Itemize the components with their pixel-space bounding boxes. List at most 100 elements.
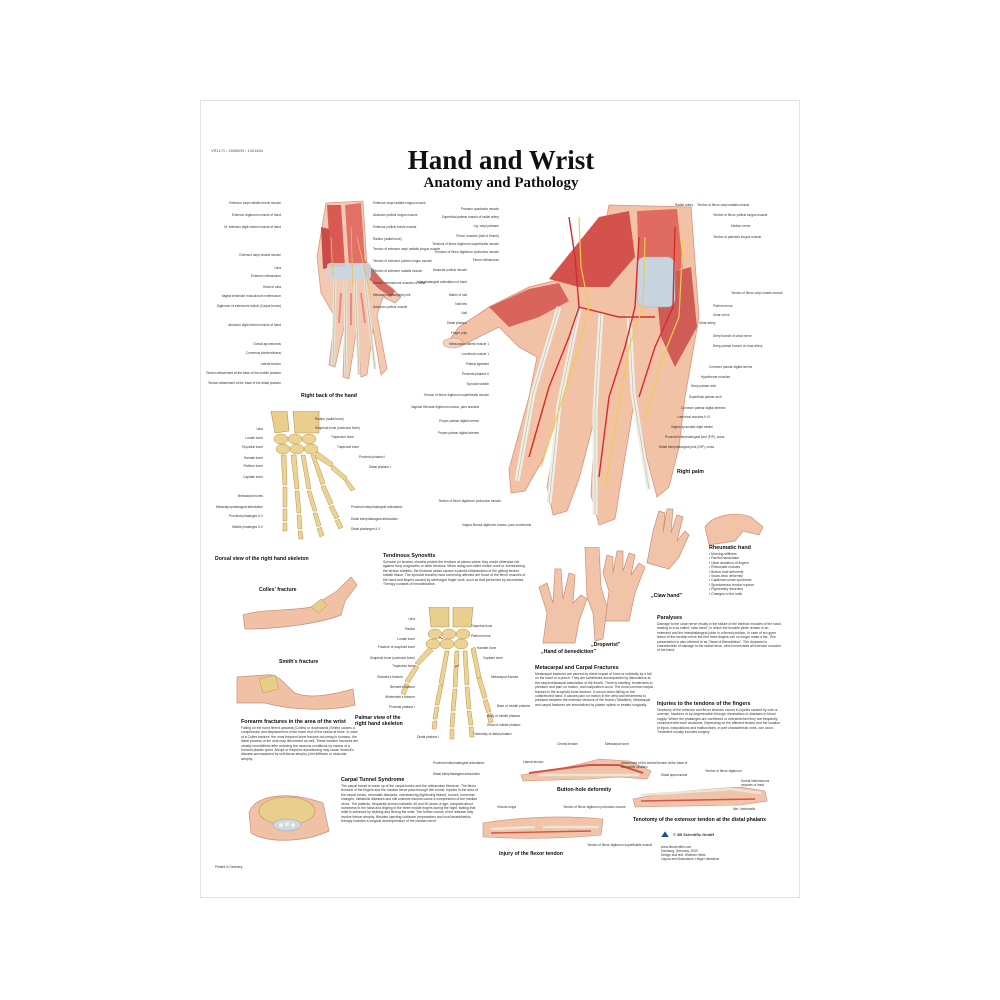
label: Metacarpophalangeal articulation [216,505,263,509]
label: Tendon of flexor digitorum superficialis… [587,843,653,847]
label: Proximal phalanx I [359,455,386,459]
claw-hand-illustration [602,550,646,622]
label: Fracture of scaphoid bone [377,645,415,649]
label: Ulnar artery [699,321,716,325]
list-item: Ulnar deviation of fingers [709,561,754,565]
publisher-logo-icon [661,831,669,838]
metacarpal-text: Metacarpal fractures are caused by direc… [535,672,653,707]
label: M. extensor digiti minimi muscle of hand [224,225,281,229]
label: Pronator quadratus muscle [460,207,499,211]
label: Capitate bone [483,656,503,660]
label: Palmar ligament [465,362,489,366]
label: Proximal phalanges II-V [229,514,263,518]
label: Radius (radial bone) [315,417,344,421]
label: Abductor pollicis muscle [432,268,467,272]
injuries-text: Tenotomy of the extensor and flexor tend… [657,708,781,735]
label: Trapezium bone [392,664,415,668]
forearm-text: Falling on the hand flexed upwards (Coll… [241,726,359,761]
caption-buttonhole: Button-hole deformity [557,787,612,793]
label: Vaginae fibrosae digitorum manus, pars a… [410,405,479,409]
label: Body of middle phalanx [487,714,521,718]
buttonhole-illustration [520,758,652,782]
label: Tendon of flexor digitorum superficialis… [423,393,489,397]
label: Metacarpophalangeal joint [373,293,411,297]
label: Extensor carpi ulnaris muscle [239,253,281,257]
caption-palm: Right palm [677,469,704,475]
tendinous-heading: Tendinous Synovitis [383,553,436,559]
label: Flexor retinaculum [472,258,499,262]
reference-code: VR1171 / 4006609 / 1001484 [211,148,263,153]
dorsal-skeleton-illustration [270,411,356,540]
label: Ulna [274,266,281,270]
label: Proximal interphalangeal articulation [433,761,485,765]
label: Vagina fibrosa digitorum manus, pars cru… [462,523,531,527]
list-item: Capitulum ulnae syndrome [709,578,754,582]
label: Distal interphalangeal joint (DIP), cros… [659,445,715,449]
caption-smiths: Smith's fracture [279,659,319,665]
label: Extensor pollicis brevis muscle [373,225,417,229]
list-item: Changes to the nails [709,592,754,596]
label: Metacarpal bones [237,494,263,498]
label: Tendon of flexor digitorum profundus mus… [563,805,626,809]
list-item: Spontaneous tendon rupture [709,583,754,587]
smiths-fracture-illustration [236,674,356,710]
injuries-heading: Injuries to the tendons of the fingers [657,701,751,707]
label: Superficial palmar arch [689,395,722,399]
label: Proper palmar digital nerves [439,419,479,423]
label: Central tendon [557,742,578,746]
dropwrist-illustration [584,547,608,642]
publisher-credits: Design and text: Wolfram Heiss Layout an… [661,853,720,861]
label: Distal phalanges II-V [351,527,381,531]
label: Nail [461,311,468,315]
flexor-injury-illustration [482,816,604,839]
label: Tendon of flexor digitorum [705,769,742,773]
label: Lumbrical muscles II-IV [677,415,711,419]
rheumatic-hand-illustration [646,508,764,570]
back-of-hand-illustration [316,200,402,380]
label: Dorsal aponeurosis [253,342,281,346]
label: Distal interphalangeal articulation [433,772,480,776]
carpal-text: The carpal tunnel is made up of the carp… [341,784,478,824]
label: Metacarpus lateral muscle 1 [449,342,489,346]
list-item: Painful handshake [709,556,754,560]
label: Distal phalanx [446,321,467,325]
label: Rolando's fracture [377,675,403,679]
label: Deep palmar arch [691,384,717,388]
list-item: Pigmentary disorders [709,587,754,591]
label: Proximal interphalangeal joint (PIP), cr… [665,435,725,439]
caption-benediction: „Hand of benediction" [541,649,596,655]
list-item: Button-hole deformity [709,570,754,574]
label: Tendon of extensor carpi radialis longus… [373,247,441,251]
label: Tendon of extensor pollicis longus muscl… [373,259,432,263]
label: Superficial palmar branch of radial arte… [441,215,499,219]
publisher-block: © 3B Scientific GmbH www.3bscientific.co… [661,825,781,861]
label: Head of ulna [262,285,281,289]
label: Winterstein's fracture [385,695,415,699]
list-item: Morning stiffness [709,552,754,556]
label: Lateral tendon [260,362,281,366]
label: Lunate bone [397,637,415,641]
label: Attachment of the central tendon at the … [621,761,688,769]
label: Hamate bone [243,456,263,460]
label: Lumbrical muscle 1 [461,352,489,356]
list-item: Rheumatic nodules [709,565,754,569]
label: Extensor retinaculum [251,274,281,278]
label: Radial artery [675,203,694,207]
label: Synovial sheath [466,382,489,386]
label: Abductor pollicis longus muscle [373,213,418,217]
label: Ulna [256,427,263,431]
anatomy-poster: VR1171 / 4006609 / 1001484 Hand and Wris… [200,100,800,898]
label: Tendon of palmaris longus muscle [713,235,762,239]
carpal-tunnel-illustration [248,795,330,841]
label: Extensor carpi radialis longus muscle [373,201,426,205]
publisher-address: Hamburg, Germany, 2003 [661,849,698,853]
label: Bennett's fracture [390,685,415,689]
label: Proximal phalanx I [388,705,415,709]
label: Tendon attachment at the base of the dis… [207,381,281,385]
label: Extensor digitorum muscle of hand [231,213,281,217]
benediction-hand-illustration [538,568,588,644]
label: Nail bed [455,302,467,306]
label: Connexus intertendineus [245,351,281,355]
label: Tendon of flexor pollicis longus muscle [713,213,768,217]
label: Lunate bone [245,436,263,440]
